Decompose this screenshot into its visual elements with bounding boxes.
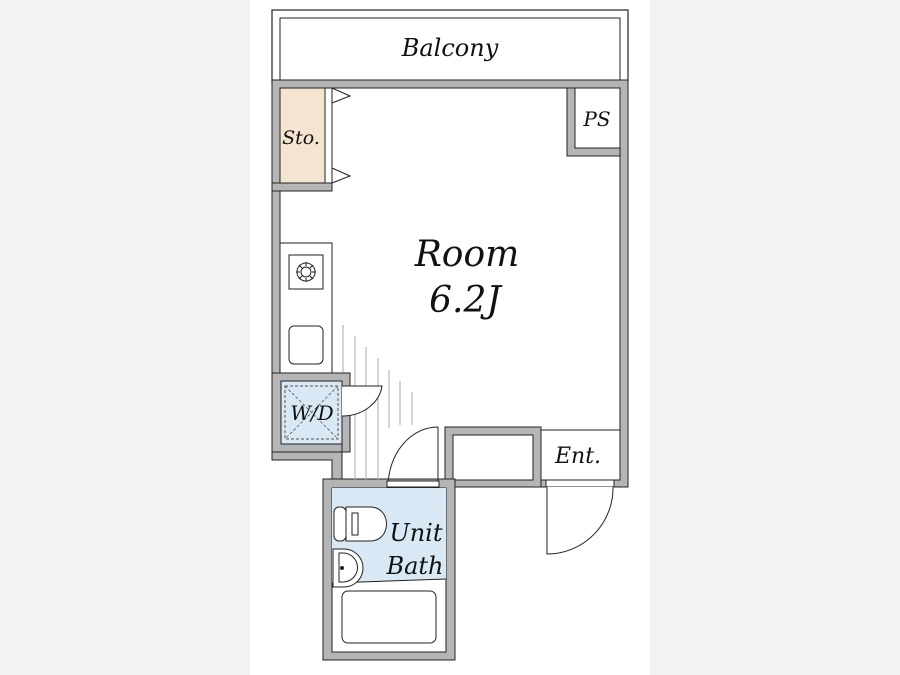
bath-label-line1: Unit <box>389 519 442 547</box>
storage-label: Sto. <box>282 127 320 149</box>
entrance: Ent. <box>540 429 621 555</box>
room-name-label: Room <box>414 234 520 275</box>
washer-space: W/D <box>280 380 343 445</box>
entrance-door-swing-icon <box>546 486 614 555</box>
balcony-label: Balcony <box>401 34 499 62</box>
balcony: Balcony <box>271 9 629 83</box>
sink-icon <box>288 325 324 365</box>
storage-closet: Sto. <box>279 87 352 184</box>
bathtub-icon <box>341 590 437 644</box>
unit-bath: Unit Bath <box>331 488 447 644</box>
entrance-label: Ent. <box>554 444 601 469</box>
burner-icon <box>296 262 316 282</box>
pipe-space: PS <box>574 87 621 149</box>
toilet-icon <box>333 506 387 542</box>
washer-label: W/D <box>290 401 333 425</box>
bath-label-line2: Bath <box>385 552 443 580</box>
closet-door-icon <box>331 87 352 104</box>
washbasin-icon <box>332 548 364 588</box>
bath-door-swing-icon <box>387 426 439 488</box>
room-size-label: 6.2J <box>429 280 503 321</box>
washer-door-swing-icon <box>341 385 383 417</box>
kitchen-counter <box>279 242 333 374</box>
pipe-space-label: PS <box>582 107 610 131</box>
stove-icon <box>288 254 324 290</box>
closet-door-icon <box>331 167 352 184</box>
